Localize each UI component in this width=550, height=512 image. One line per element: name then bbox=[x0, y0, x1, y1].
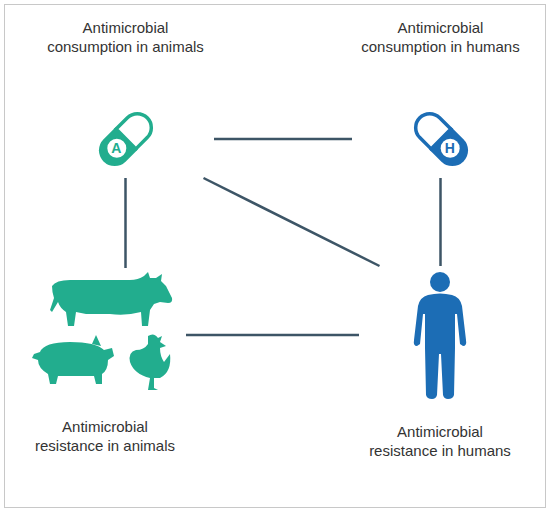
connector-line bbox=[204, 178, 380, 266]
concept-group: Antimicrobial consumption in animalsA bbox=[37, 14, 214, 178]
human-head bbox=[430, 272, 450, 292]
concept-group: Antimicrobial resistance in humans bbox=[359, 266, 521, 464]
chicken-silhouette bbox=[130, 334, 171, 390]
connector-line bbox=[439, 178, 442, 266]
icon-slot: H bbox=[406, 104, 476, 174]
icon-slot bbox=[400, 270, 480, 400]
concept-group: Antimicrobial resistance in animals bbox=[24, 268, 186, 459]
concept-group: Antimicrobial consumption in humansH bbox=[352, 14, 529, 178]
pill-badge bbox=[103, 135, 130, 162]
pill-badge bbox=[436, 135, 463, 162]
pill-half bbox=[429, 127, 474, 172]
pill-icon bbox=[91, 104, 161, 174]
connector-line bbox=[186, 334, 359, 337]
human-figure bbox=[400, 270, 480, 400]
cow-silhouette bbox=[50, 272, 172, 326]
connector-line bbox=[214, 138, 352, 141]
icon-slot: A bbox=[91, 104, 161, 174]
farm-animals bbox=[30, 272, 180, 397]
concept-label: Antimicrobial resistance in humans bbox=[365, 422, 515, 460]
concept-label: Antimicrobial consumption in humans bbox=[358, 18, 523, 56]
human-body bbox=[414, 294, 466, 400]
concept-label: Antimicrobial resistance in animals bbox=[30, 417, 180, 455]
connector-line bbox=[124, 178, 127, 268]
pig-silhouette bbox=[32, 342, 114, 384]
icon-slot bbox=[30, 272, 180, 397]
concept-label: Antimicrobial consumption in animals bbox=[43, 18, 208, 56]
outer-frame bbox=[5, 5, 546, 508]
pill-letter: H bbox=[440, 138, 460, 158]
pig-ear bbox=[92, 335, 101, 346]
pill-icon bbox=[406, 104, 476, 174]
pill-half bbox=[92, 127, 137, 172]
pill-letter: A bbox=[106, 138, 126, 158]
